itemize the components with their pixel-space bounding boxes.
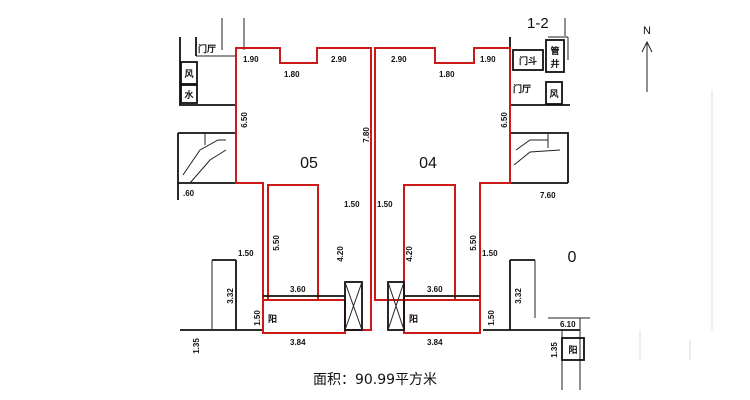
lobby-label-right: 门厅 xyxy=(513,83,531,95)
unit-number-partial: 0 xyxy=(568,249,577,266)
dim-top-right-step: 1.80 xyxy=(439,70,455,79)
dimension-labels: 1.90 1.80 2.90 2.90 1.80 1.90 6.50 6.50 … xyxy=(183,55,576,358)
dim-left-balcony-width: 3.60 xyxy=(290,285,306,294)
dim-right-balcony-depth: 1.50 xyxy=(487,310,496,326)
balcony-label-partial: 阳 xyxy=(568,345,577,356)
pipe-well-label-1: 管 xyxy=(550,45,559,57)
area-caption: 面积：90.99平方米 xyxy=(312,372,438,388)
dim-right-outside-step: 1.50 xyxy=(482,249,498,258)
dim-left-balcony-depth: 1.50 xyxy=(253,310,262,326)
dim-center-step-right: 1.50 xyxy=(377,200,393,209)
dim-right-neighbor-lower: 6.10 xyxy=(560,320,576,329)
unit-number-05: 05 xyxy=(300,155,318,172)
wind-box-right: 风 xyxy=(545,81,563,105)
dim-left-inner-lower: 4.20 xyxy=(336,246,345,262)
wind-label: 风 xyxy=(184,69,193,80)
water-box-left: 水 xyxy=(180,84,198,104)
balcony-label-right: 阳 xyxy=(409,314,418,325)
north-label: N xyxy=(643,25,651,37)
dim-center-wall: 7.80 xyxy=(362,127,371,143)
balcony-label-left: 阳 xyxy=(268,314,277,325)
dim-top-left-step: 1.80 xyxy=(284,70,300,79)
dim-left-side-upper: 6.50 xyxy=(240,112,249,128)
door-well-box: 门斗 xyxy=(512,49,544,71)
dim-right-edge-small: 1.35 xyxy=(550,342,559,358)
dim-right-bottom: 3.84 xyxy=(427,338,443,347)
dim-left-bottom: 3.84 xyxy=(290,338,306,347)
pipe-well-box: 管 井 xyxy=(545,39,565,73)
pipe-well-label-2: 井 xyxy=(550,58,559,70)
unit-number-04: 04 xyxy=(419,155,437,172)
dim-left-outside-side: 3.32 xyxy=(226,288,235,304)
water-label: 水 xyxy=(184,89,194,101)
door-well-label: 门斗 xyxy=(519,55,537,67)
arrow-up-icon xyxy=(641,40,653,53)
neighbor-walls xyxy=(177,18,713,390)
dim-top-left-inner: 2.90 xyxy=(331,55,347,64)
dim-left-edge-small: 1.35 xyxy=(192,338,201,354)
dim-left-neighbor-width: .60 xyxy=(183,189,195,198)
north-arrow: N xyxy=(641,25,653,92)
wind-label-right: 风 xyxy=(549,89,558,100)
dim-right-side-upper: 6.50 xyxy=(500,112,509,128)
dim-top-left-outer: 1.90 xyxy=(243,55,259,64)
balcony-box-right-partial: 阳 xyxy=(561,337,585,361)
stair-box-right xyxy=(387,281,405,331)
unit-04-outline xyxy=(374,47,511,301)
dim-top-right-outer: 1.90 xyxy=(480,55,496,64)
stair-box-left xyxy=(344,281,363,331)
dim-center-step-left: 1.50 xyxy=(344,200,360,209)
dim-right-inner-lower: 4.20 xyxy=(405,246,414,262)
dim-right-side-lower: 5.50 xyxy=(469,235,478,251)
building-number: 1-2 xyxy=(527,15,549,32)
dim-left-outside-step: 1.50 xyxy=(238,249,254,258)
dim-right-outside-side: 3.32 xyxy=(514,288,523,304)
wind-box-left: 风 xyxy=(180,61,198,85)
dim-right-balcony-width: 3.60 xyxy=(427,285,443,294)
dim-right-neighbor-width: 7.60 xyxy=(540,191,556,200)
dim-top-right-inner: 2.90 xyxy=(391,55,407,64)
lobby-label-left: 门厅 xyxy=(198,43,216,55)
dim-left-side-lower: 5.50 xyxy=(272,235,281,251)
